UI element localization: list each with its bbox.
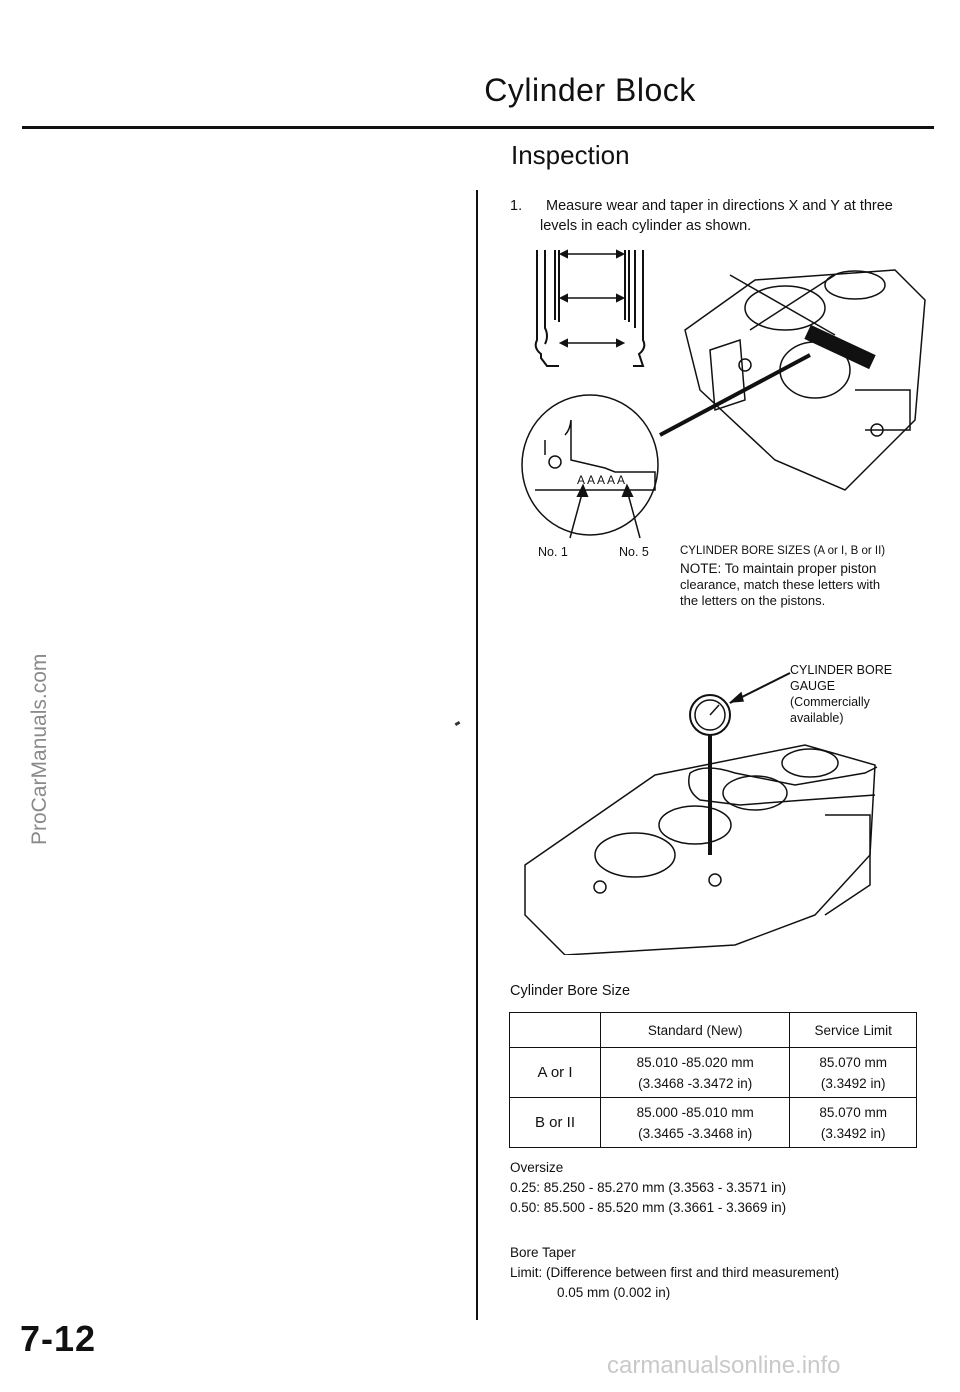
bore-gauge-drawing (689, 672, 791, 855)
note-body: clearance, match these letters with the … (680, 577, 920, 609)
table-row: A or I 85.010 -85.020 mm (3.3468 -3.3472… (509, 1047, 917, 1098)
oversize-spec: Oversize 0.25: 85.250 - 85.270 mm (3.356… (510, 1158, 786, 1218)
content-divider (476, 190, 478, 1320)
bore-letter-detail: AAAAA (521, 394, 659, 539)
row-label: A or I (509, 1047, 601, 1098)
oversize-line: 0.25: 85.250 - 85.270 mm (3.3563 - 3.357… (510, 1180, 787, 1195)
cell-line: (3.3492 in) (820, 1125, 886, 1141)
table-cell: 85.070 mm (3.3492 in) (789, 1097, 917, 1148)
gauge-label-line: CYLINDER BORE (790, 663, 893, 677)
caption-no1: No. 1 (538, 545, 568, 559)
caption-bore-sizes: CYLINDER BORE SIZES (A or I, B or II) (680, 545, 886, 557)
cylinder-measurement-figure: AAAAA (521, 249, 926, 539)
engine-block-drawing (684, 269, 926, 491)
taper-value: 0.05 mm (0.002 in) (557, 1285, 671, 1300)
step-number: 1. (510, 198, 523, 214)
step-1: 1. Measure wear and taper in directions X… (510, 196, 920, 236)
watermark-footer: carmanualsonline.info (607, 1352, 841, 1379)
bore-size-table: Standard (New) Service Limit A or I 85.0… (509, 1012, 917, 1148)
caption-no5: No. 5 (619, 545, 649, 559)
taper-line: Limit: (Difference between first and thi… (510, 1265, 840, 1280)
gauge-label-line: (Commercially (790, 695, 870, 709)
cell-line: (3.3492 in) (820, 1075, 886, 1091)
oversize-line: 0.50: 85.500 - 85.520 mm (3.3661 - 3.366… (510, 1200, 787, 1215)
gauge-label-line: GAUGE (790, 679, 836, 693)
cell-line: 85.000 -85.010 mm (636, 1104, 754, 1120)
cylinder-section-drawing (534, 249, 646, 367)
table-header-cell: Standard (New) (599, 1012, 791, 1048)
hand-drawing (688, 766, 878, 806)
stamp-letters: AAAAA (577, 473, 627, 487)
step-text-line2: levels in each cylinder as shown. (540, 218, 752, 234)
note-line: the letters on the pistons. (680, 593, 826, 608)
engine-block-drawing (524, 744, 876, 955)
cell-line: 85.010 -85.020 mm (636, 1054, 754, 1070)
cell-line: (3.3465 -3.3468 in) (638, 1125, 753, 1141)
row-label: B or II (509, 1097, 601, 1148)
cell-line: 85.070 mm (819, 1054, 887, 1070)
bore-gauge-figure (524, 672, 878, 955)
note-heading: NOTE: To maintain proper piston (680, 561, 877, 576)
taper-heading: Bore Taper (510, 1245, 576, 1260)
table-title: Cylinder Bore Size (510, 983, 631, 999)
page-title: Cylinder Block (484, 72, 696, 108)
title-divider (22, 126, 934, 129)
note-line: clearance, match these letters with (680, 577, 881, 592)
section-heading: Inspection (511, 140, 630, 170)
table-row: B or II 85.000 -85.010 mm (3.3465 -3.346… (509, 1097, 917, 1148)
gauge-label: CYLINDER BORE GAUGE (Commercially availa… (790, 662, 892, 726)
table-cell: 85.070 mm (3.3492 in) (789, 1047, 917, 1098)
page-number: 7-12 (20, 1318, 97, 1359)
detail-pointer (659, 353, 811, 437)
bore-taper-spec: Bore Taper Limit: (Difference between fi… (510, 1243, 930, 1303)
table-header-row: Standard (New) Service Limit (509, 1012, 917, 1048)
cell-line: 85.070 mm (819, 1104, 887, 1120)
table-cell: 85.010 -85.020 mm (3.3468 -3.3472 in) (599, 1047, 791, 1098)
stray-mark (454, 720, 461, 727)
oversize-heading: Oversize (510, 1160, 564, 1175)
gauge-label-line: available) (790, 711, 844, 725)
step-text-line1: Measure wear and taper in directions X a… (546, 198, 893, 214)
table-header-cell: Service Limit (789, 1012, 917, 1048)
table-cell: 85.000 -85.010 mm (3.3465 -3.3468 in) (599, 1097, 791, 1148)
cell-line: (3.3468 -3.3472 in) (638, 1075, 753, 1091)
table-header-cell (509, 1012, 601, 1048)
watermark-vertical: ProCarManuals.com (28, 653, 51, 845)
